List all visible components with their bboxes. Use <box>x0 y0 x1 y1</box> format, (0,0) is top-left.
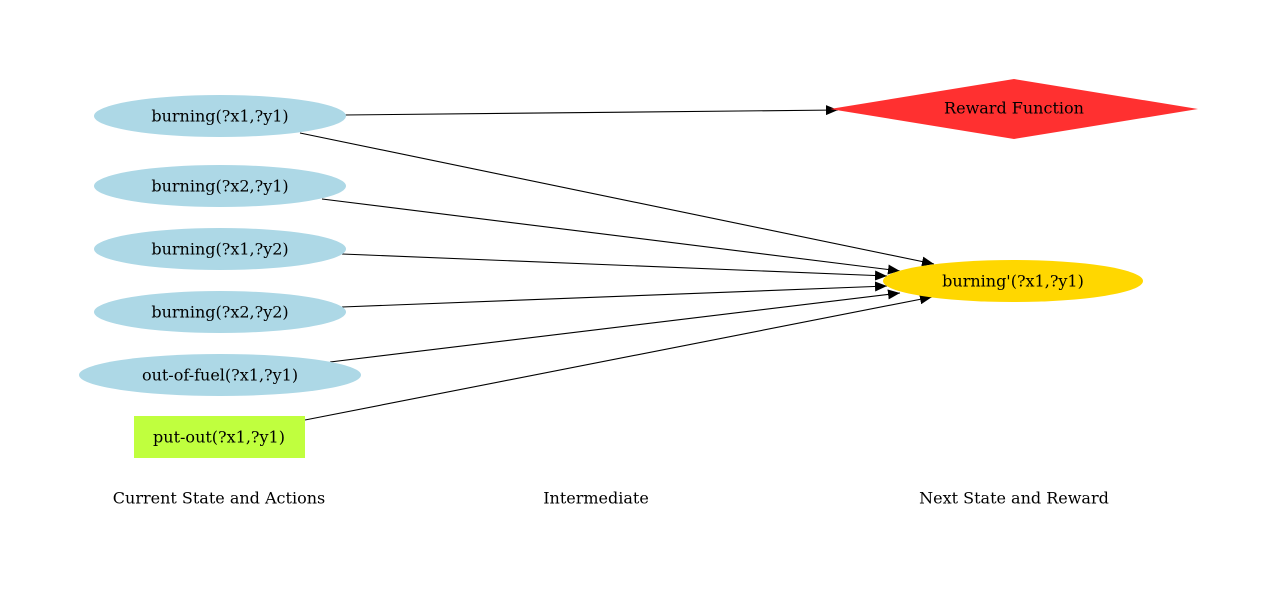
state-ellipse <box>79 354 361 396</box>
edge-out-of-fuel-to-next <box>329 289 901 363</box>
node-burning-x1-y1: burning(?x1,?y1) <box>94 95 346 137</box>
column-label-intermediate: Intermediate <box>543 489 649 508</box>
node-put-out-x1-y1: put-out(?x1,?y1) <box>134 416 305 458</box>
reward-diamond <box>830 79 1198 139</box>
node-burning-x2-y2: burning(?x2,?y2) <box>94 291 346 333</box>
edge-burning-x1-y1-to-next <box>299 132 935 267</box>
column-label-current: Current State and Actions <box>113 489 325 508</box>
node-label: Reward Function <box>944 99 1084 118</box>
node-next-burning-x1-y1: burning'(?x1,?y1) <box>883 260 1143 302</box>
node-burning-x2-y1: burning(?x2,?y1) <box>94 165 346 207</box>
node-burning-x1-y2: burning(?x1,?y2) <box>94 228 346 270</box>
edge-burning-x2-y1-to-next <box>321 198 901 275</box>
node-label: out-of-fuel(?x1,?y1) <box>142 366 298 385</box>
node-label: burning(?x1,?y2) <box>151 240 288 259</box>
column-label-next: Next State and Reward <box>919 489 1109 508</box>
state-ellipse <box>94 291 346 333</box>
node-label: burning(?x1,?y1) <box>151 107 288 126</box>
node-label: burning(?x2,?y1) <box>151 177 288 196</box>
node-label: burning(?x2,?y2) <box>151 303 288 322</box>
state-ellipse <box>94 95 346 137</box>
node-label: burning'(?x1,?y1) <box>942 272 1084 291</box>
edge-layer <box>299 105 935 421</box>
edge-burning-x1-y2-to-next <box>341 253 888 281</box>
action-box <box>134 416 305 458</box>
node-out-of-fuel-x1-y1: out-of-fuel(?x1,?y1) <box>79 354 361 396</box>
edge-put-out-to-next <box>304 294 933 421</box>
edge-burning-x2-y2-to-next <box>341 281 888 308</box>
state-ellipse <box>94 165 346 207</box>
state-ellipse <box>94 228 346 270</box>
edge-burning-x1-y1-to-reward <box>343 105 839 116</box>
node-label: put-out(?x1,?y1) <box>153 428 285 447</box>
next-state-ellipse <box>883 260 1143 302</box>
node-reward-function: Reward Function <box>830 79 1198 139</box>
